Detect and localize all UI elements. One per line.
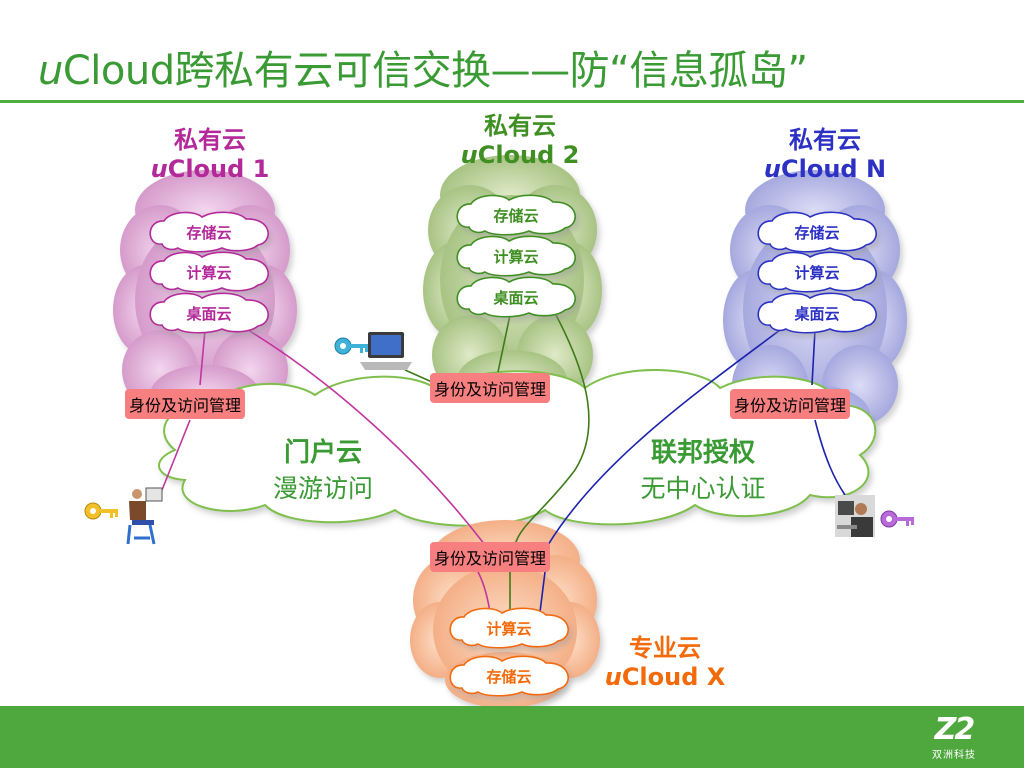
iam-box-cloud-n: 身份及访问管理 bbox=[730, 389, 851, 419]
portal-cloud-title: 门户云 bbox=[283, 438, 362, 468]
portal-cloud-label: 门户云 漫游访问 bbox=[248, 432, 398, 505]
service-pill-outline bbox=[456, 235, 576, 277]
key-icon-violet bbox=[880, 510, 914, 528]
line-c1-user bbox=[159, 329, 206, 496]
user-at-computer-icon bbox=[126, 487, 163, 545]
line-laptop bbox=[404, 369, 433, 383]
cx-service-compute: 计算云 bbox=[486, 620, 532, 638]
cloud-1-label: 私有云 uCloud 1 bbox=[130, 120, 290, 183]
iam-box-cloud-1: 身份及访问管理 bbox=[125, 389, 246, 419]
service-pill-outline bbox=[757, 292, 877, 334]
line-cn-user bbox=[811, 329, 846, 496]
service-pills bbox=[149, 194, 877, 697]
service-pill-bg bbox=[149, 211, 269, 253]
service-pill-bg bbox=[449, 607, 569, 649]
service-pill-outline bbox=[456, 194, 576, 236]
company-logo: Z2 双洲科技 bbox=[932, 712, 976, 762]
page-title: uCloud跨私有云可信交换——防“信息孤岛” bbox=[38, 38, 808, 96]
cloud-x-type: 专业云 bbox=[629, 634, 701, 662]
service-pill-bg bbox=[456, 194, 576, 236]
c1-service-compute: 计算云 bbox=[186, 264, 232, 282]
cloud-1-u: u bbox=[150, 155, 168, 183]
line-cn-cx bbox=[539, 329, 781, 613]
c2-service-storage: 存储云 bbox=[493, 207, 539, 225]
c1-service-storage: 存储云 bbox=[186, 224, 232, 242]
service-pill-bg bbox=[757, 251, 877, 293]
title-prefix: u bbox=[38, 48, 63, 94]
service-pill-outline bbox=[757, 211, 877, 253]
footer-bar bbox=[0, 706, 1024, 768]
cloud-n-u: u bbox=[763, 155, 782, 183]
cloud-n-label: 私有云 uCloud N bbox=[745, 120, 905, 183]
iam-box-cloud-x: 身份及访问管理 bbox=[430, 542, 551, 572]
federation-label: 联邦授权 无中心认证 bbox=[608, 432, 798, 505]
cloud-2-name: Cloud 2 bbox=[477, 141, 580, 169]
c2-service-desktop: 桌面云 bbox=[493, 289, 539, 307]
service-pill-bg bbox=[449, 655, 569, 697]
service-pill-outline bbox=[149, 251, 269, 293]
cloud-n-name: Cloud N bbox=[781, 155, 887, 183]
logo-mark: Z2 bbox=[934, 712, 976, 747]
cn-service-storage: 存储云 bbox=[794, 224, 840, 242]
service-pill-outline bbox=[757, 251, 877, 293]
service-pill-bg bbox=[456, 276, 576, 318]
central-cloud-shape bbox=[158, 368, 877, 527]
logo-text: 双洲科技 bbox=[932, 750, 976, 761]
service-pill-outline bbox=[449, 607, 569, 649]
cloud-2-label: 私有云 uCloud 2 bbox=[440, 106, 600, 169]
c2-service-compute: 计算云 bbox=[493, 248, 539, 266]
service-pill-bg bbox=[456, 235, 576, 277]
service-pill-bg bbox=[757, 211, 877, 253]
cloud-2-u: u bbox=[460, 141, 478, 169]
cloud-2-type: 私有云 bbox=[484, 112, 556, 140]
c1-service-desktop: 桌面云 bbox=[186, 305, 232, 323]
iam-box-cloud-2: 身份及访问管理 bbox=[430, 373, 551, 403]
cx-service-storage: 存储云 bbox=[486, 668, 532, 686]
user-photo-icon bbox=[835, 495, 875, 537]
service-pill-bg bbox=[757, 292, 877, 334]
service-pill-outline bbox=[149, 211, 269, 253]
service-pill-bg bbox=[149, 292, 269, 334]
laptop-icon bbox=[360, 332, 412, 370]
cloud-x-u: u bbox=[604, 663, 622, 691]
cn-service-compute: 计算云 bbox=[794, 264, 840, 282]
service-pill-outline bbox=[449, 655, 569, 697]
title-text: Cloud跨私有云可信交换——防“信息孤岛” bbox=[62, 48, 808, 94]
service-pill-bg bbox=[149, 251, 269, 293]
federation-subtitle: 无中心认证 bbox=[640, 474, 766, 503]
line-c2-cx bbox=[497, 314, 590, 610]
cloud-n-type: 私有云 bbox=[789, 126, 861, 154]
cloud-1-type: 私有云 bbox=[174, 126, 246, 154]
service-pill-outline bbox=[456, 276, 576, 318]
cloud-x-name: Cloud X bbox=[621, 663, 726, 691]
service-pill-outline bbox=[149, 292, 269, 334]
cloud-x-label: 专业云 uCloud X bbox=[590, 628, 740, 691]
connection-lines bbox=[159, 314, 846, 613]
title-rule bbox=[0, 100, 1024, 103]
cloud-1-name: Cloud 1 bbox=[167, 155, 270, 183]
cn-service-desktop: 桌面云 bbox=[794, 305, 840, 323]
federation-title: 联邦授权 bbox=[650, 438, 755, 468]
key-icon-cyan bbox=[334, 337, 368, 355]
key-icon-yellow bbox=[84, 502, 118, 520]
portal-cloud-subtitle: 漫游访问 bbox=[272, 474, 373, 503]
